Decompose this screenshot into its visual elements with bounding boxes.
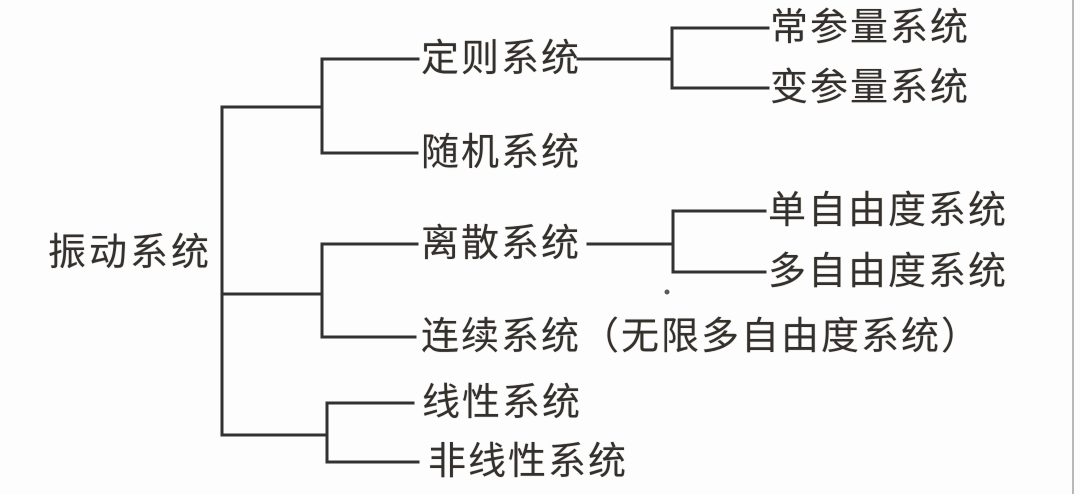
- node-variable-parameter-system: 变参量系统: [770, 67, 971, 109]
- node-constant-parameter-system: 常参量系统: [770, 7, 971, 49]
- node-random-system: 随机系统: [421, 132, 582, 174]
- node-deterministic-system: 定则系统: [421, 38, 582, 80]
- node-linear-system: 线性系统: [422, 382, 583, 424]
- node-discrete-system: 离散系统: [421, 223, 582, 265]
- node-continuous-system: 连续系统（无限多自由度系统）: [421, 316, 982, 358]
- node-root-vibration-system: 振动系统: [48, 232, 213, 274]
- ink-dot: [664, 289, 670, 295]
- node-multi-dof-system: 多自由度系统: [768, 251, 1009, 293]
- node-single-dof-system: 单自由度系统: [768, 190, 1009, 232]
- node-nonlinear-system: 非线性系统: [428, 441, 629, 483]
